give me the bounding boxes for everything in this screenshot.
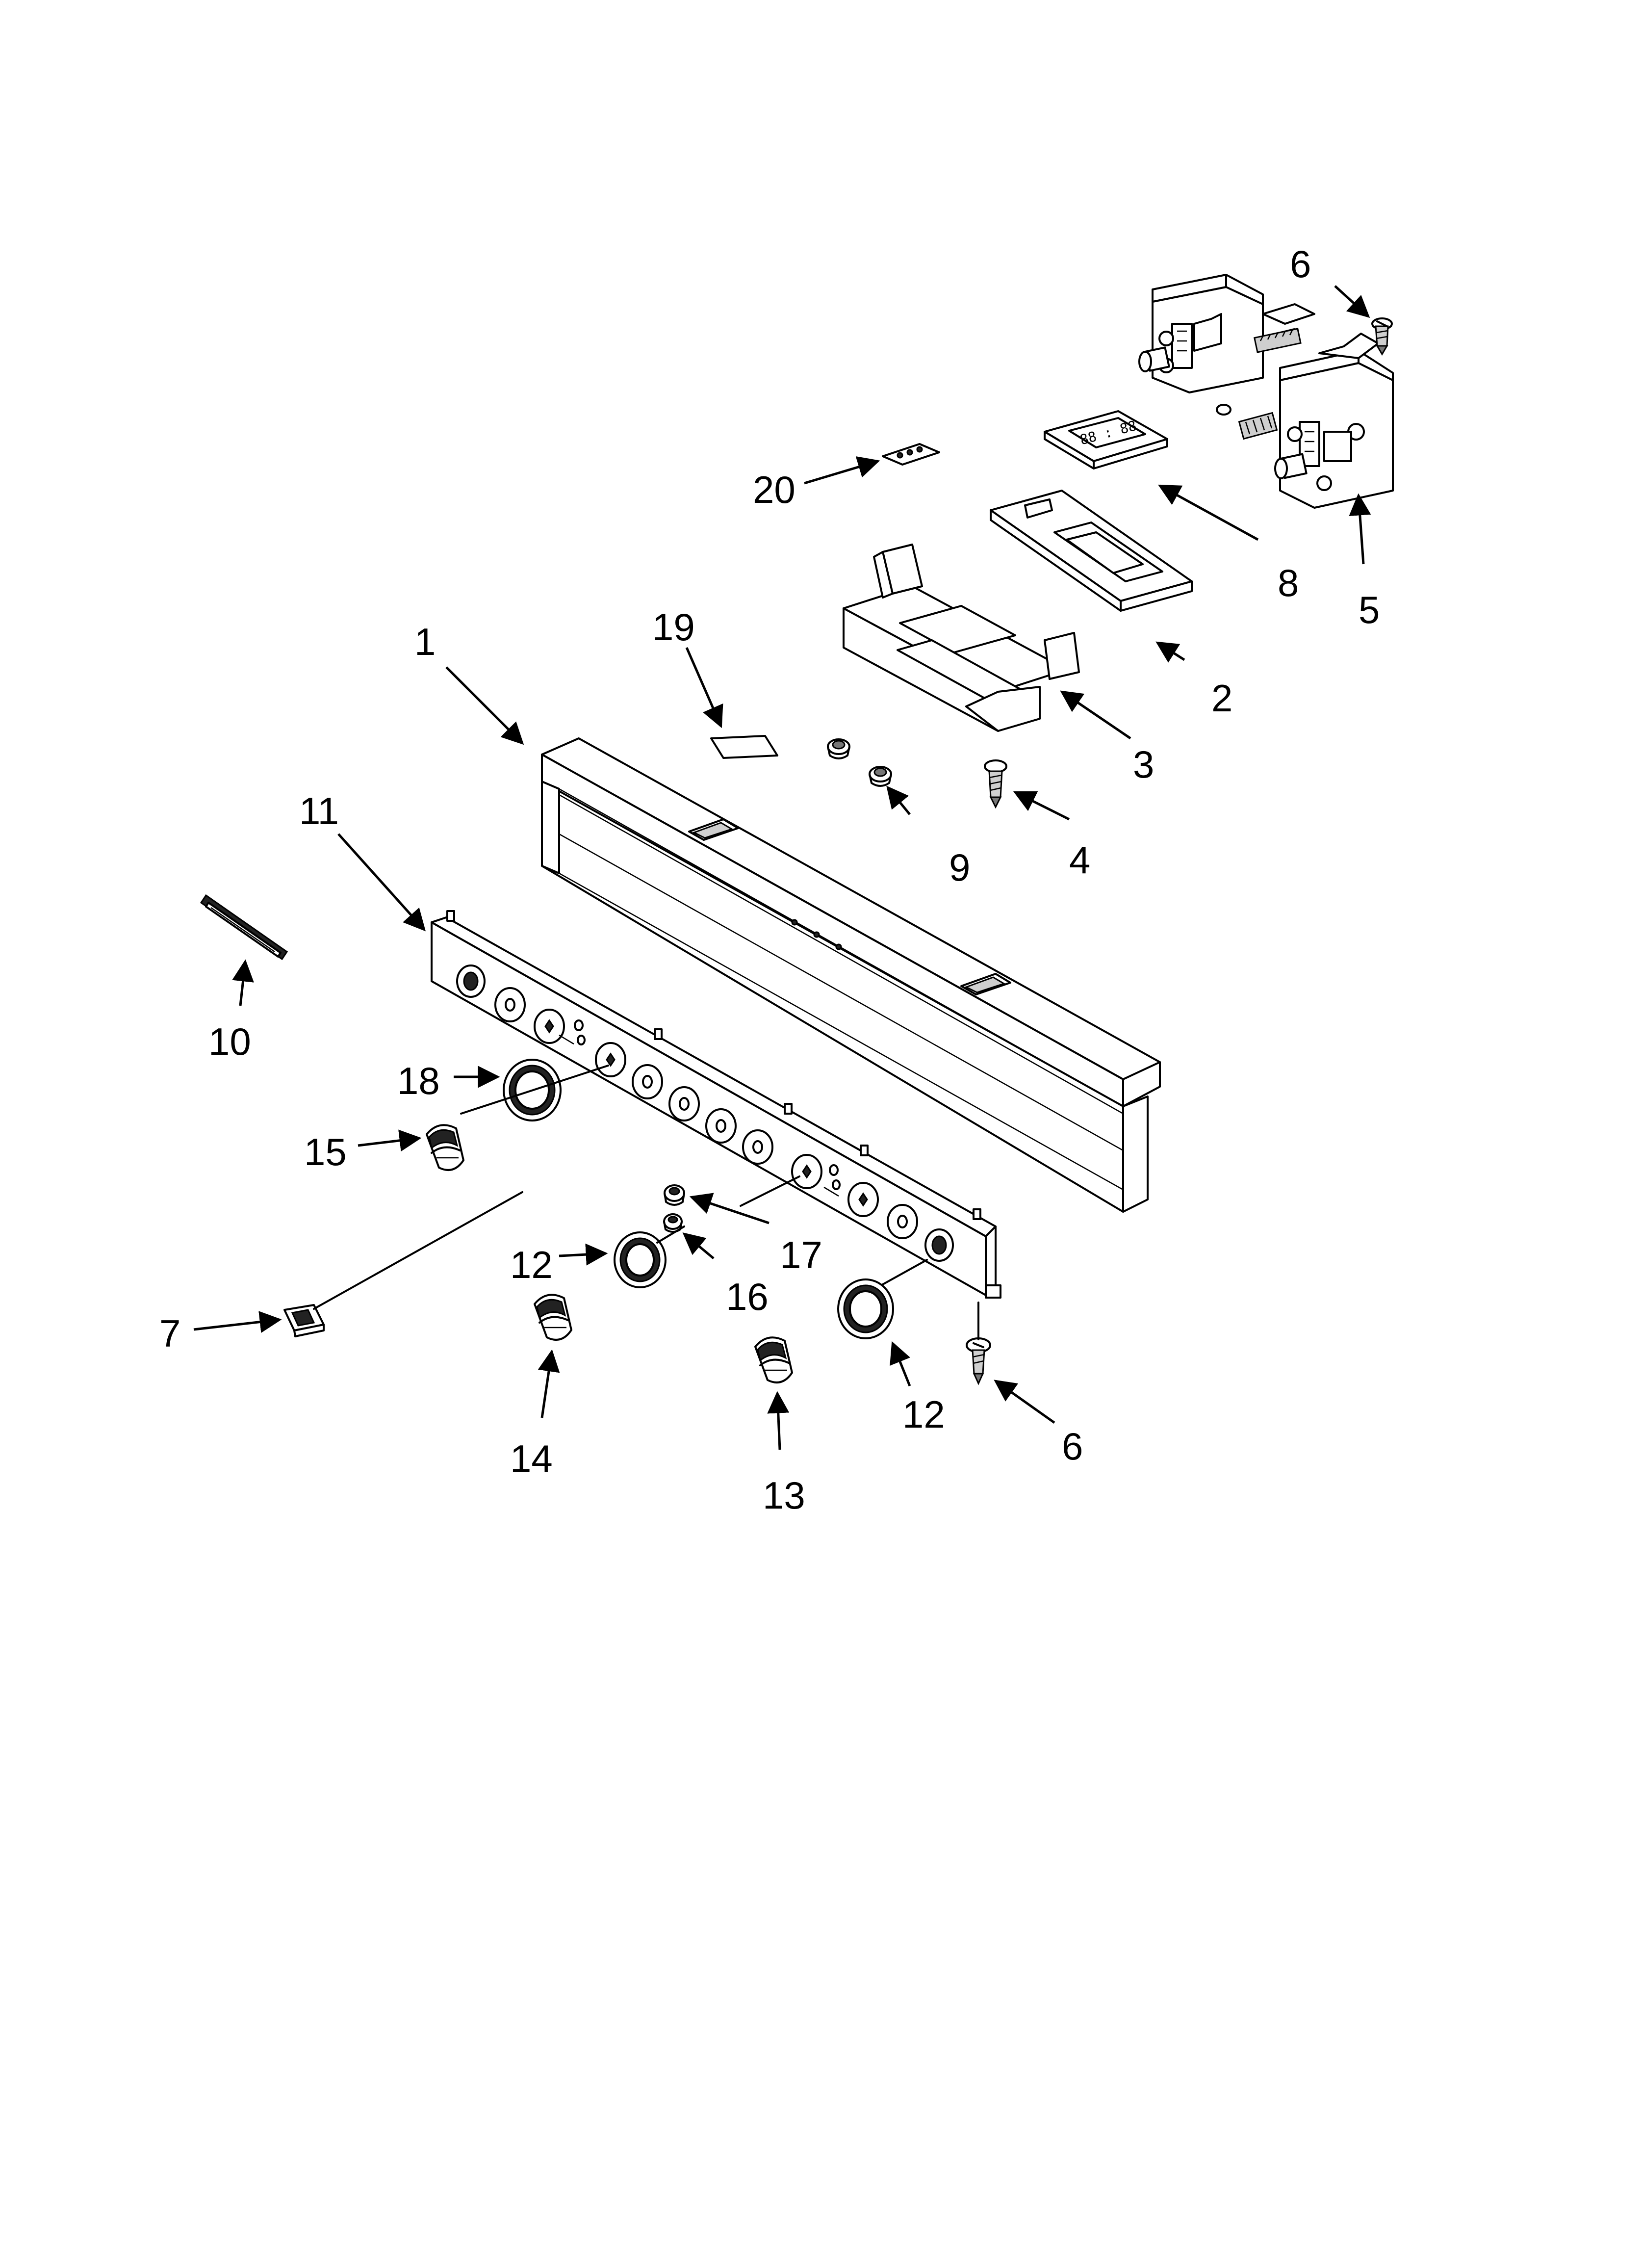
part-label-12-right: 12	[902, 1393, 945, 1436]
front-console-panel	[431, 910, 1001, 1299]
part-label-9: 9	[949, 846, 970, 889]
screw-bottom	[966, 1337, 991, 1385]
brand-badge	[200, 894, 288, 961]
part-label-15: 15	[304, 1130, 347, 1173]
part-label-7: 7	[159, 1312, 180, 1355]
part-label-17: 17	[780, 1233, 822, 1277]
screw-mid	[984, 759, 1007, 809]
switch-caps	[663, 1184, 685, 1233]
part-label-14: 14	[510, 1437, 553, 1480]
part-label-6-bottom: 6	[1062, 1425, 1083, 1468]
display-board: 88 : 88	[1044, 410, 1168, 469]
part-label-18: 18	[397, 1059, 440, 1102]
bezel-ring-center	[614, 1231, 667, 1288]
part-label-6-top: 6	[1290, 242, 1311, 286]
control-switch-assembly	[1138, 274, 1394, 509]
part-label-16: 16	[726, 1275, 769, 1318]
part-label-19: 19	[652, 605, 695, 649]
mounting-bracket	[843, 544, 1080, 732]
small-plate	[882, 443, 940, 466]
part-label-11: 11	[299, 789, 339, 833]
part-label-5: 5	[1359, 588, 1380, 631]
control-panel-housing	[541, 737, 1161, 1213]
part-labels: 6 20 8 5 2 3 1 19 9 4 11 10 18 15 17 16 …	[159, 242, 1380, 1517]
knob-left	[426, 1124, 464, 1171]
label-sticker	[710, 735, 778, 759]
switch-bracket	[990, 490, 1193, 612]
part-label-10: 10	[208, 1020, 251, 1063]
leader-arrows	[193, 285, 1371, 1450]
part-label-8: 8	[1278, 561, 1299, 604]
part-label-13: 13	[763, 1474, 805, 1517]
rocker-switch	[283, 1304, 325, 1337]
part-label-1: 1	[414, 620, 436, 663]
bezel-ring-right	[837, 1278, 894, 1339]
knob-center	[534, 1294, 572, 1341]
part-label-2: 2	[1211, 677, 1232, 720]
part-label-3: 3	[1133, 743, 1154, 786]
part-label-20: 20	[753, 468, 795, 511]
part-label-12-left: 12	[510, 1243, 553, 1286]
nut-pair	[827, 738, 892, 787]
screw-top	[1371, 317, 1393, 356]
part-label-4: 4	[1069, 838, 1090, 882]
exploded-view-lines	[313, 1065, 979, 1340]
knob-right	[754, 1336, 793, 1383]
